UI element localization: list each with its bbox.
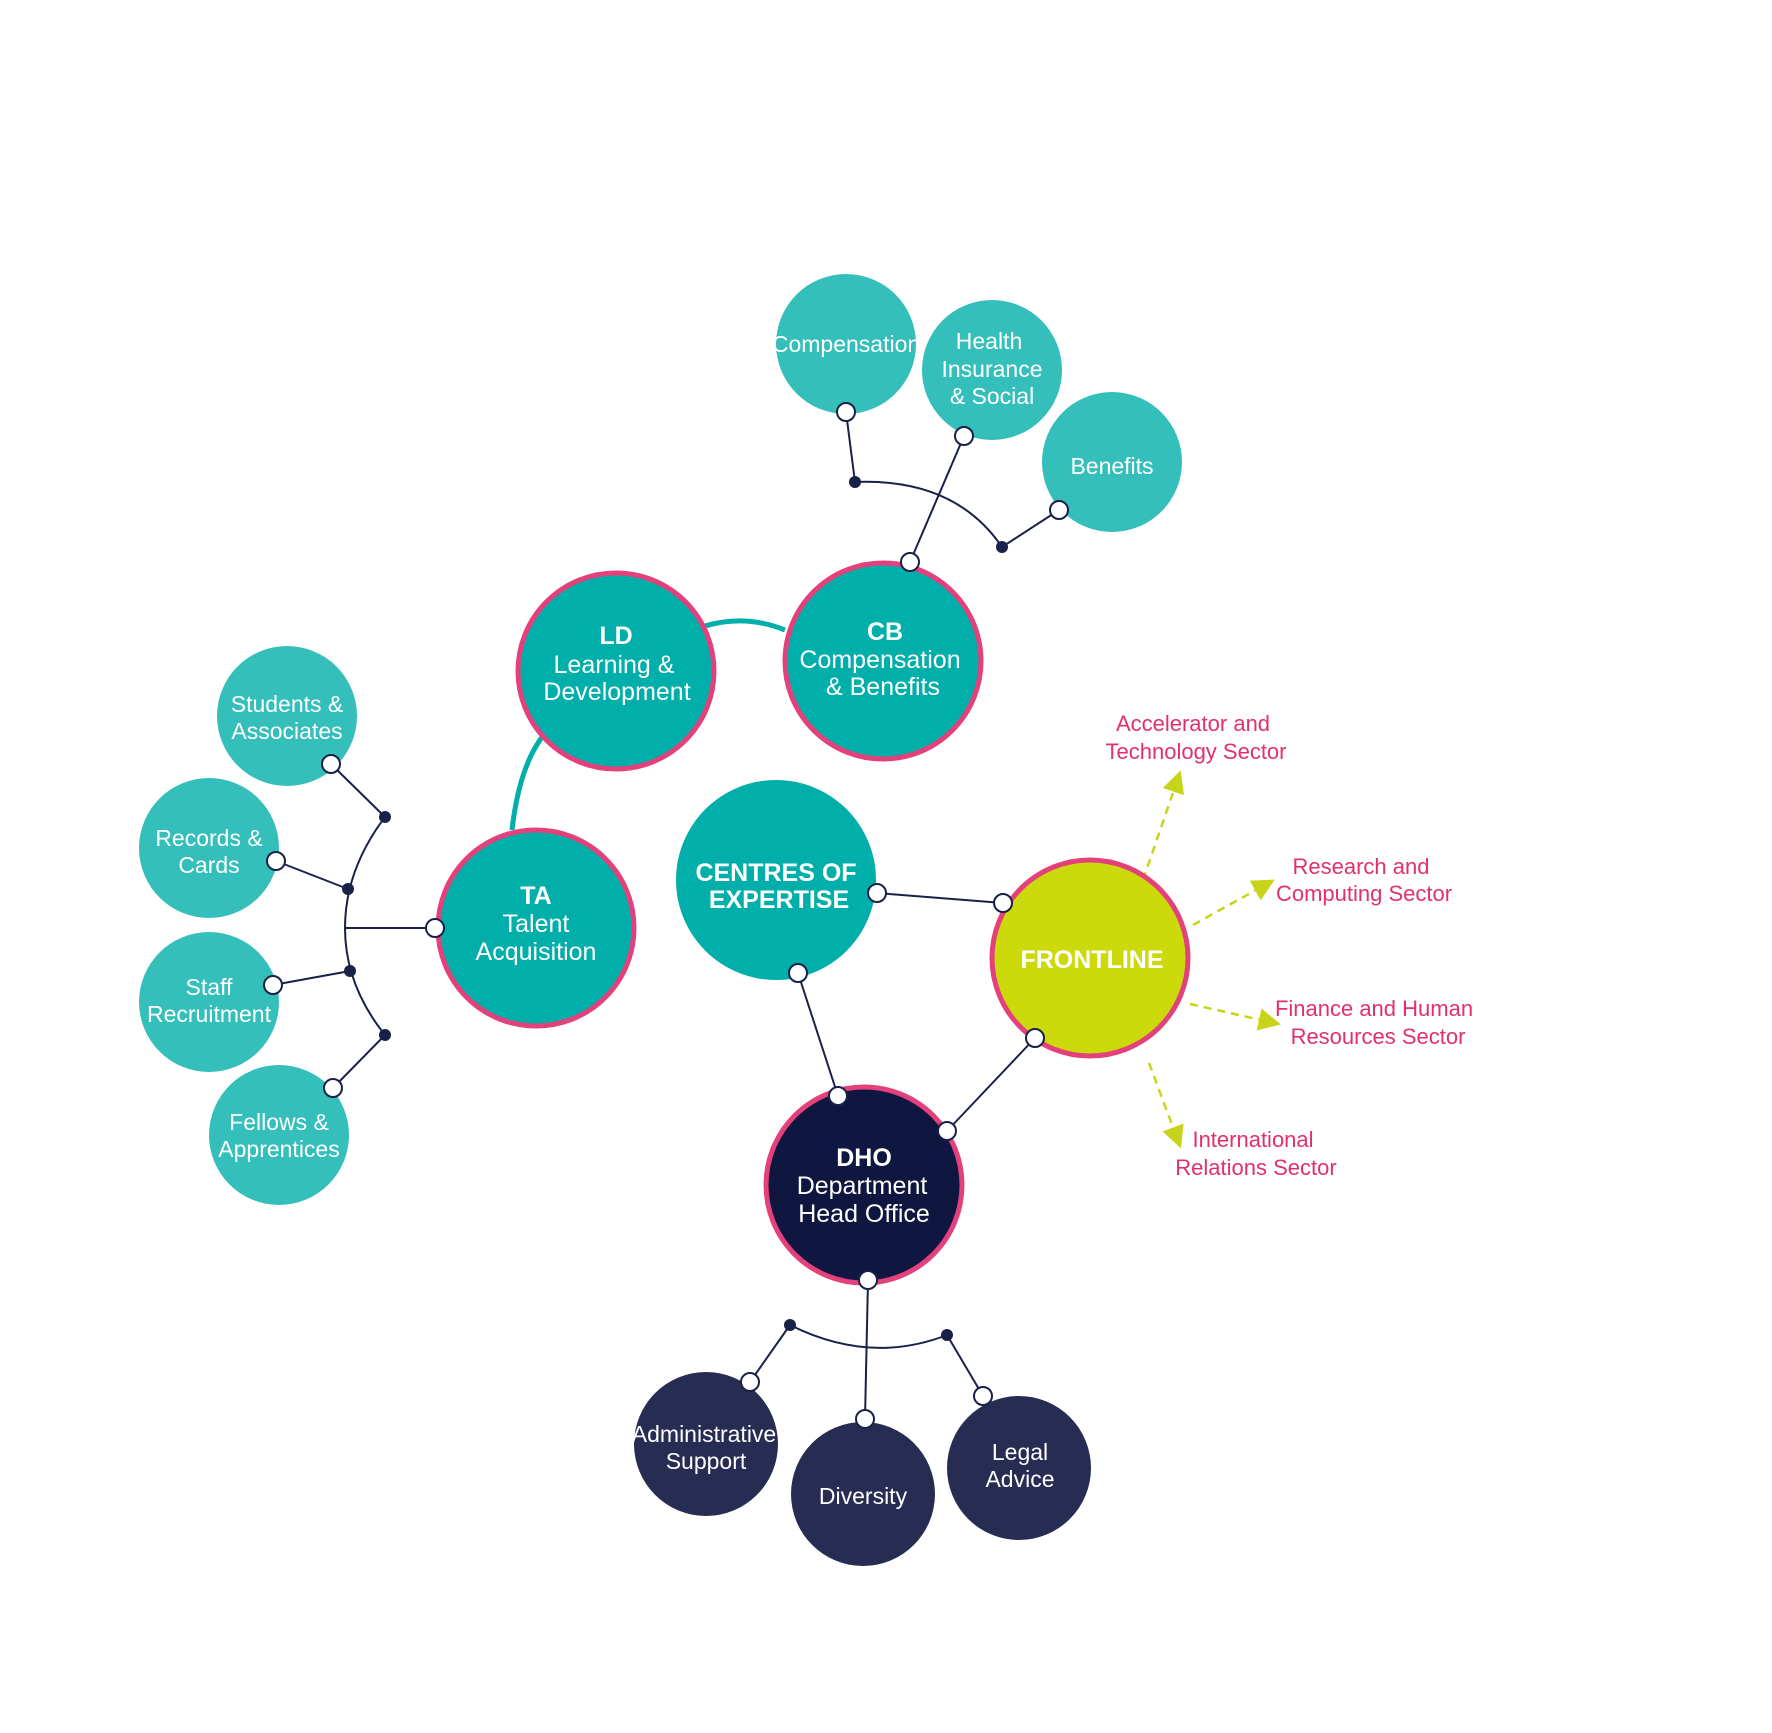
hub-dho-line2: Head Office [798, 1200, 930, 1228]
node-health-line1: Health [956, 328, 1022, 354]
node-students-associates[interactable]: Students & Associates [217, 646, 357, 786]
hub-cb-line1: Compensation [799, 646, 960, 674]
hub-coe-line1: CENTRES OF [695, 859, 856, 887]
sector-accelerator-technology[interactable]: Accelerator and Technology Sector [1106, 711, 1287, 764]
sector-accelerator-line2: Technology Sector [1106, 739, 1287, 764]
hub-ld-line1: Learning & [554, 651, 675, 679]
sector-international-relations[interactable]: International Relations Sector [1175, 1127, 1336, 1180]
hub-ta-line2: Acquisition [476, 938, 597, 966]
hub-dho-line1: Department [797, 1172, 928, 1200]
node-legal-advice[interactable]: Legal Advice [947, 1396, 1091, 1540]
cb-connectors [845, 411, 1060, 563]
sector-finance-line2: Resources Sector [1291, 1024, 1466, 1049]
ring-link-ld-cb [704, 618, 786, 633]
connector-ports [263, 402, 1069, 1429]
hub-ld-abbr: LD [599, 622, 632, 650]
node-benefits-label: Benefits [1070, 453, 1153, 479]
sector-finance-line1: Finance and Human [1275, 996, 1473, 1021]
node-benefits[interactable]: Benefits [1042, 392, 1182, 532]
node-staff-line2: Recruitment [147, 1001, 272, 1027]
node-legal-line2: Advice [985, 1466, 1054, 1492]
node-legal-line1: Legal [992, 1439, 1048, 1465]
hub-talent-acquisition[interactable]: TA Talent Acquisition [435, 827, 637, 1029]
hub-department-head-office[interactable]: DHO Department Head Office [763, 1084, 965, 1286]
sector-research-line1: Research and [1293, 854, 1430, 879]
hub-cb-line2: & Benefits [826, 673, 940, 701]
hub-learning-development[interactable]: LD Learning & Development [515, 570, 717, 772]
dho-connectors [749, 1279, 984, 1420]
node-staff-line1: Staff [186, 974, 233, 1000]
node-admin-line1: Administrative [632, 1421, 776, 1447]
node-admin-line2: Support [666, 1448, 747, 1474]
arrow-research [1192, 879, 1275, 927]
hub-ta-line1: Talent [503, 910, 570, 938]
node-health-line2: Insurance [941, 356, 1042, 382]
node-health-line3: & Social [950, 383, 1034, 409]
hub-cb-abbr: CB [867, 618, 903, 646]
arrow-finance [1189, 1002, 1281, 1031]
node-records-line1: Records & [155, 825, 262, 851]
node-diversity-label: Diversity [819, 1483, 908, 1509]
arrow-international [1147, 1062, 1184, 1149]
sector-finance-hr[interactable]: Finance and Human Resources Sector [1275, 996, 1473, 1049]
node-fellows-line2: Apprentices [218, 1136, 339, 1162]
hub-ld-line2: Development [543, 678, 690, 706]
hub-frontline-label: FRONTLINE [1020, 946, 1163, 974]
node-compensation[interactable]: Compensation [772, 274, 920, 414]
node-records-cards[interactable]: Records & Cards [139, 778, 279, 918]
ta-connectors [272, 763, 435, 1089]
node-records-line2: Cards [178, 852, 239, 878]
sector-international-line1: International [1192, 1127, 1313, 1152]
node-staff-recruitment[interactable]: Staff Recruitment [139, 932, 279, 1072]
node-students-line1: Students & [231, 691, 344, 717]
hub-dho-abbr: DHO [836, 1144, 892, 1172]
sector-international-line2: Relations Sector [1175, 1155, 1336, 1180]
sector-accelerator-line1: Accelerator and [1116, 711, 1270, 736]
sector-research-line2: Computing Sector [1276, 881, 1452, 906]
hub-compensation-benefits[interactable]: CB Compensation & Benefits [782, 560, 984, 762]
node-diversity[interactable]: Diversity [791, 1422, 935, 1566]
hub-centres-of-expertise[interactable]: CENTRES OF EXPERTISE [676, 780, 876, 980]
node-students-line2: Associates [231, 718, 342, 744]
hub-coe-line2: EXPERTISE [709, 886, 849, 914]
core-connectors [797, 892, 1036, 1132]
node-compensation-label: Compensation [772, 331, 920, 357]
node-administrative-support[interactable]: Administrative Support [632, 1372, 778, 1516]
hub-frontline[interactable]: FRONTLINE [989, 857, 1191, 1059]
ring-link-ta-ld [509, 728, 550, 831]
node-fellows-line1: Fellows & [229, 1109, 329, 1135]
node-health-insurance[interactable]: Health Insurance & Social [922, 300, 1062, 440]
node-fellows-apprentices[interactable]: Fellows & Apprentices [209, 1065, 349, 1205]
sector-research-computing[interactable]: Research and Computing Sector [1276, 854, 1452, 906]
hub-ta-abbr: TA [520, 882, 551, 910]
arrow-accelerator [1141, 770, 1184, 881]
sector-arrows [1141, 770, 1281, 1149]
